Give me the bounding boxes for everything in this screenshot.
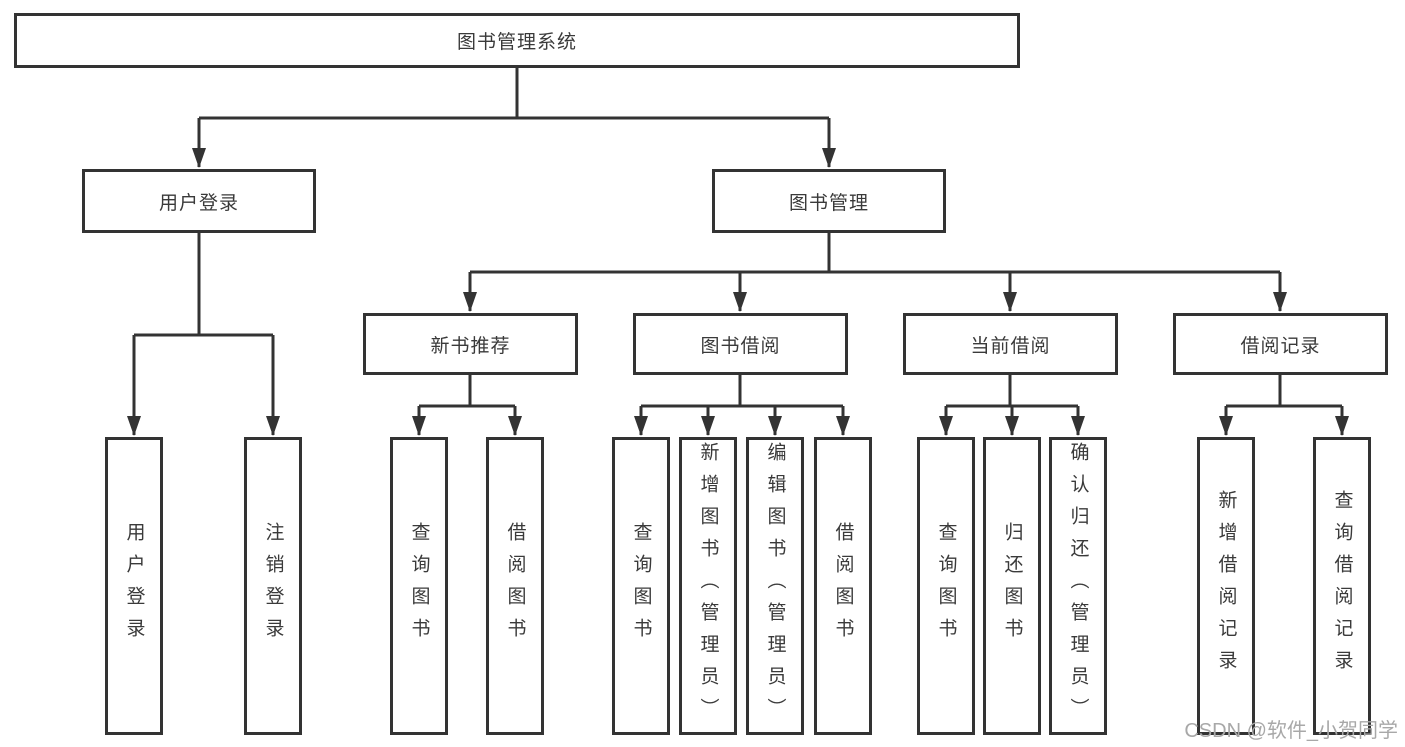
node-label: 新书推荐 <box>430 335 511 357</box>
node-label: 新增图书（管理员） <box>697 442 719 730</box>
leaf-borrow-books: 借阅图书 <box>814 437 872 735</box>
leaf-query-borrow-record: 查询借阅记录 <box>1313 437 1371 735</box>
node-label: 查询借阅记录 <box>1331 490 1353 682</box>
leaf-return-books: 归还图书 <box>983 437 1041 735</box>
node-book-management-system: 图书管理系统 <box>14 13 1020 68</box>
node-label: 归还图书 <box>1001 522 1023 650</box>
node-label: 新增借阅记录 <box>1215 490 1237 682</box>
leaf-confirm-return-admin: 确认归还（管理员） <box>1049 437 1107 735</box>
node-book-management: 图书管理 <box>712 169 946 233</box>
node-label: 编辑图书（管理员） <box>764 442 786 730</box>
node-label: 借阅图书 <box>832 522 854 650</box>
leaf-borrow-books-recommend: 借阅图书 <box>486 437 544 735</box>
leaf-query-books-current: 查询图书 <box>917 437 975 735</box>
leaf-add-borrow-record: 新增借阅记录 <box>1197 437 1255 735</box>
leaf-add-books-admin: 新增图书（管理员） <box>679 437 737 735</box>
node-label: 查询图书 <box>408 522 430 650</box>
node-label: 用户登录 <box>158 192 239 214</box>
leaf-edit-books-admin: 编辑图书（管理员） <box>746 437 804 735</box>
node-label: 查询图书 <box>935 522 957 650</box>
node-borrow-record: 借阅记录 <box>1173 313 1388 375</box>
node-user-login: 用户登录 <box>82 169 316 233</box>
csdn-watermark: CSDN @软件_小贺同学 <box>1184 720 1398 742</box>
node-label: 用户登录 <box>123 522 145 650</box>
node-label: 图书管理 <box>788 192 869 214</box>
leaf-logout: 注销登录 <box>244 437 302 735</box>
node-current-borrow: 当前借阅 <box>903 313 1118 375</box>
node-book-borrow: 图书借阅 <box>633 313 848 375</box>
node-label: 确认归还（管理员） <box>1067 442 1089 730</box>
node-label: 图书借阅 <box>700 335 781 357</box>
node-label: 查询图书 <box>630 522 652 650</box>
node-label: 借阅图书 <box>504 522 526 650</box>
node-label: 当前借阅 <box>970 335 1051 357</box>
leaf-user-login: 用户登录 <box>105 437 163 735</box>
leaf-query-books-recommend: 查询图书 <box>390 437 448 735</box>
node-new-book-recommend: 新书推荐 <box>363 313 578 375</box>
node-label: 借阅记录 <box>1240 335 1321 357</box>
leaf-query-books-borrow: 查询图书 <box>612 437 670 735</box>
node-label: 图书管理系统 <box>456 32 577 53</box>
node-label: 注销登录 <box>262 522 284 650</box>
